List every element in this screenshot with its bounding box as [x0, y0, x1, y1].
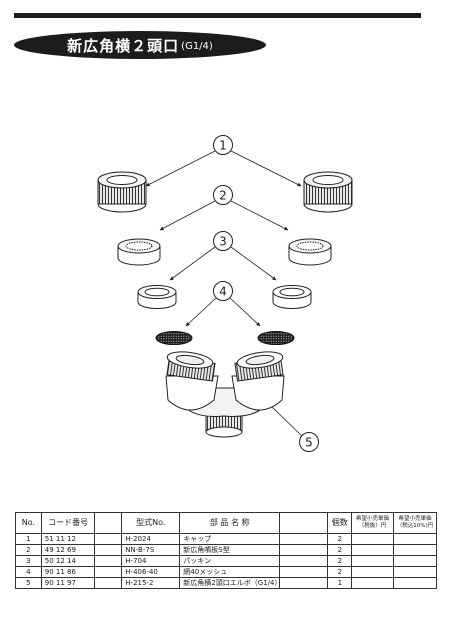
cell-model: H-704	[121, 555, 181, 567]
table-row: 4 90 11 86 H-406-40 網40メッシュ 2	[15, 566, 438, 578]
table-row: 1 51 11 12 H-2024 キャップ 2	[15, 533, 438, 545]
packing-right	[272, 285, 312, 309]
cell-code: 50 12 14	[40, 555, 96, 567]
cap-right	[303, 171, 353, 213]
cell-model: NN-B-7S	[121, 544, 181, 556]
callout-2: 2	[213, 185, 233, 205]
mesh-left	[155, 331, 193, 345]
cell-price-incl	[392, 555, 438, 567]
cell-no: 4	[15, 566, 42, 578]
cell-no: 2	[15, 544, 42, 556]
cell-code: 49 12 69	[40, 544, 96, 556]
top-rule	[14, 13, 421, 18]
callout-3: 3	[213, 231, 233, 251]
cell-empty	[94, 555, 123, 567]
callout-1-label: 1	[219, 139, 227, 153]
col-blank-2	[279, 512, 329, 534]
cell-model: H-215-2	[121, 577, 181, 589]
cell-code: 90 11 97	[40, 577, 96, 589]
spray-plate-left	[117, 238, 161, 266]
cell-code: 90 11 86	[40, 566, 96, 578]
cell-qty: 2	[327, 533, 353, 545]
col-model: 型式No.	[121, 512, 181, 534]
exploded-parts-diagram: 1 2 3 4	[97, 135, 353, 452]
cell-model: H-406-40	[121, 566, 181, 578]
cell-price-excl	[351, 555, 394, 567]
table-row: 2 49 12 69 NN-B-7S 新広角噴板S型 2	[15, 544, 438, 556]
col-no: No.	[15, 512, 42, 534]
cell-qty: 2	[327, 544, 353, 556]
col-price-excl: 希望小売単価（税抜）円	[351, 512, 394, 534]
mesh-right	[257, 331, 295, 345]
cell-name: 新広角噴板S型	[179, 544, 281, 556]
cell-qty: 1	[327, 577, 353, 589]
cap-left	[97, 171, 147, 213]
cell-qty: 2	[327, 555, 353, 567]
elbow-body	[165, 351, 285, 438]
parts-table: No. コード番号 型式No. 部 品 名 称 個数 希望小売単価（税抜）円 希…	[15, 512, 438, 589]
cell-qty: 2	[327, 566, 353, 578]
cell-empty	[279, 566, 329, 578]
callout-3-label: 3	[219, 235, 227, 249]
col-name: 部 品 名 称	[179, 512, 281, 534]
callout-1: 1	[213, 135, 233, 155]
cell-name: キャップ	[179, 533, 281, 545]
page-title: 新広角横２頭口	[67, 36, 180, 55]
cell-empty	[279, 544, 329, 556]
col-blank-1	[94, 512, 123, 534]
callout-4-label: 4	[219, 285, 227, 299]
cell-no: 3	[15, 555, 42, 567]
table-row: 3 50 12 14 H-704 パッキン 2	[15, 555, 438, 567]
cell-name: 網40メッシュ	[179, 566, 281, 578]
cell-no: 1	[15, 533, 42, 545]
cell-empty	[279, 577, 329, 589]
table-row: 5 90 11 97 H-215-2 新広角横2頭口エルボ（G1/4） 1	[15, 577, 438, 589]
cell-price-excl	[351, 577, 394, 589]
cell-model: H-2024	[121, 533, 181, 545]
title-banner: 新広角横２頭口 (G1/4)	[14, 31, 266, 59]
cell-price-excl	[351, 533, 394, 545]
cell-price-incl	[392, 577, 438, 589]
cell-empty	[279, 555, 329, 567]
cell-code: 51 11 12	[40, 533, 96, 545]
cell-empty	[94, 544, 123, 556]
packing-left	[137, 285, 177, 309]
callout-5: 5	[299, 432, 319, 452]
cell-name: 新広角横2頭口エルボ（G1/4）	[179, 577, 281, 589]
callout-2-label: 2	[219, 189, 227, 203]
cell-price-incl	[392, 544, 438, 556]
cell-price-excl	[351, 566, 394, 578]
col-code: コード番号	[40, 512, 96, 534]
col-price-incl: 希望小売単価（税込10%)円	[392, 512, 438, 534]
col-qty: 個数	[327, 512, 353, 534]
cell-name: パッキン	[179, 555, 281, 567]
cell-price-excl	[351, 544, 394, 556]
cell-price-incl	[392, 566, 438, 578]
cell-empty	[94, 577, 123, 589]
callout-5-label: 5	[305, 436, 313, 450]
callout-4: 4	[213, 281, 233, 301]
cell-empty	[279, 533, 329, 545]
cell-no: 5	[15, 577, 42, 589]
page-title-thread: (G1/4)	[181, 40, 213, 52]
cell-price-incl	[392, 533, 438, 545]
cell-empty	[94, 533, 123, 545]
table-header-row: No. コード番号 型式No. 部 品 名 称 個数 希望小売単価（税抜）円 希…	[15, 512, 438, 534]
spray-plate-right	[288, 238, 332, 266]
cell-empty	[94, 566, 123, 578]
